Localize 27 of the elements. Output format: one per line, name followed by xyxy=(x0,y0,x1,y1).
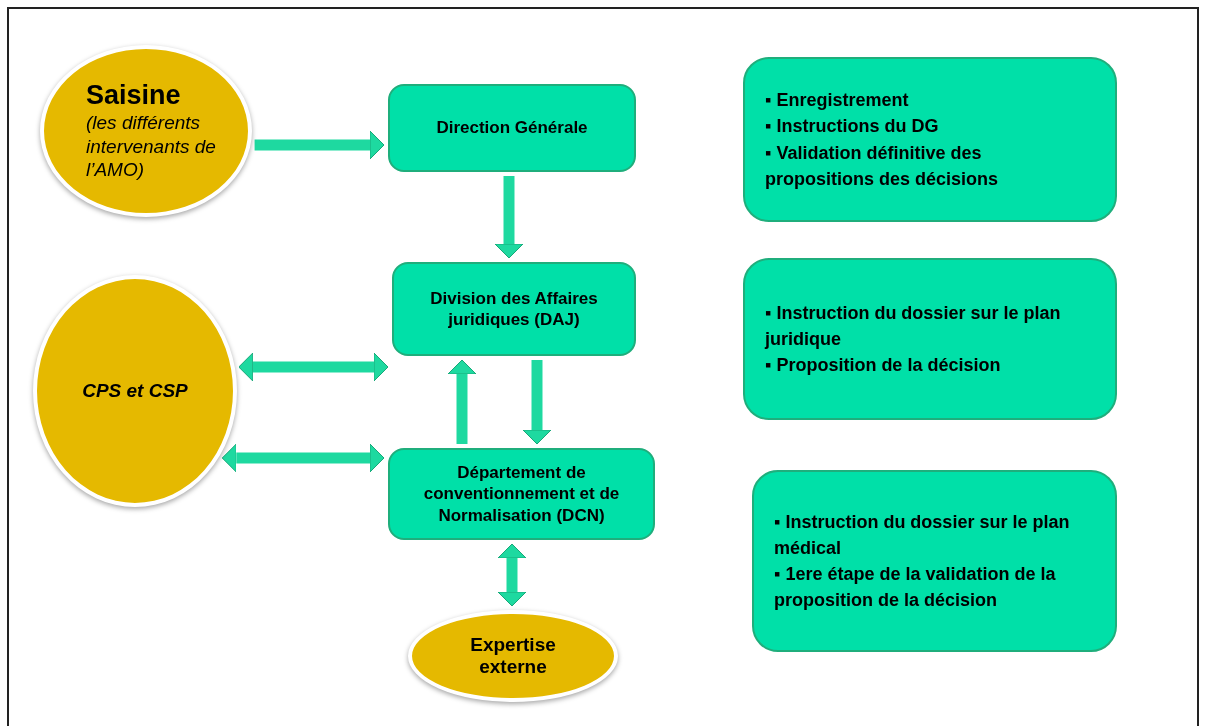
node-label: CPS et CSP xyxy=(82,380,188,402)
node-label: Direction Générale xyxy=(436,117,588,139)
note-box xyxy=(743,57,1117,222)
block-arrow xyxy=(238,352,389,382)
node-subtitle: (les différents intervenants de l’AMO) xyxy=(86,110,217,183)
block-arrow xyxy=(494,176,524,259)
bullet-text: ▪ Validation définitive des propositions des décisions xyxy=(765,141,1000,191)
bullet-text: ▪ 1ere étape de la validation de la proposition de la décision xyxy=(774,563,1057,613)
block-arrow xyxy=(221,443,385,473)
node-label: Département de conventionnement et de Normalisation (DCN) xyxy=(422,462,621,526)
block-arrow xyxy=(522,360,552,445)
note-box xyxy=(752,470,1117,652)
block-arrow xyxy=(447,359,477,444)
node-title: Saisine xyxy=(86,79,181,111)
bullet-text: ▪ Instruction du dossier sur le plan médical xyxy=(774,510,1071,560)
bullet-text: ▪ Enregistrement xyxy=(765,89,909,113)
bullet-text: ▪ Instructions du DG xyxy=(765,115,939,139)
note-box xyxy=(743,258,1117,420)
bullet-text: ▪ Proposition de la décision xyxy=(765,354,1001,378)
process-box xyxy=(388,84,636,172)
block-arrow xyxy=(254,130,385,160)
bullet-text: ▪ Instruction du dossier sur le plan juridique xyxy=(765,301,1062,351)
node-label: Expertise externe xyxy=(469,634,557,678)
process-box xyxy=(392,262,636,356)
node-label: Division des Affaires juridiques (DAJ) xyxy=(429,287,599,331)
block-arrow xyxy=(497,543,527,607)
process-box xyxy=(388,448,655,540)
